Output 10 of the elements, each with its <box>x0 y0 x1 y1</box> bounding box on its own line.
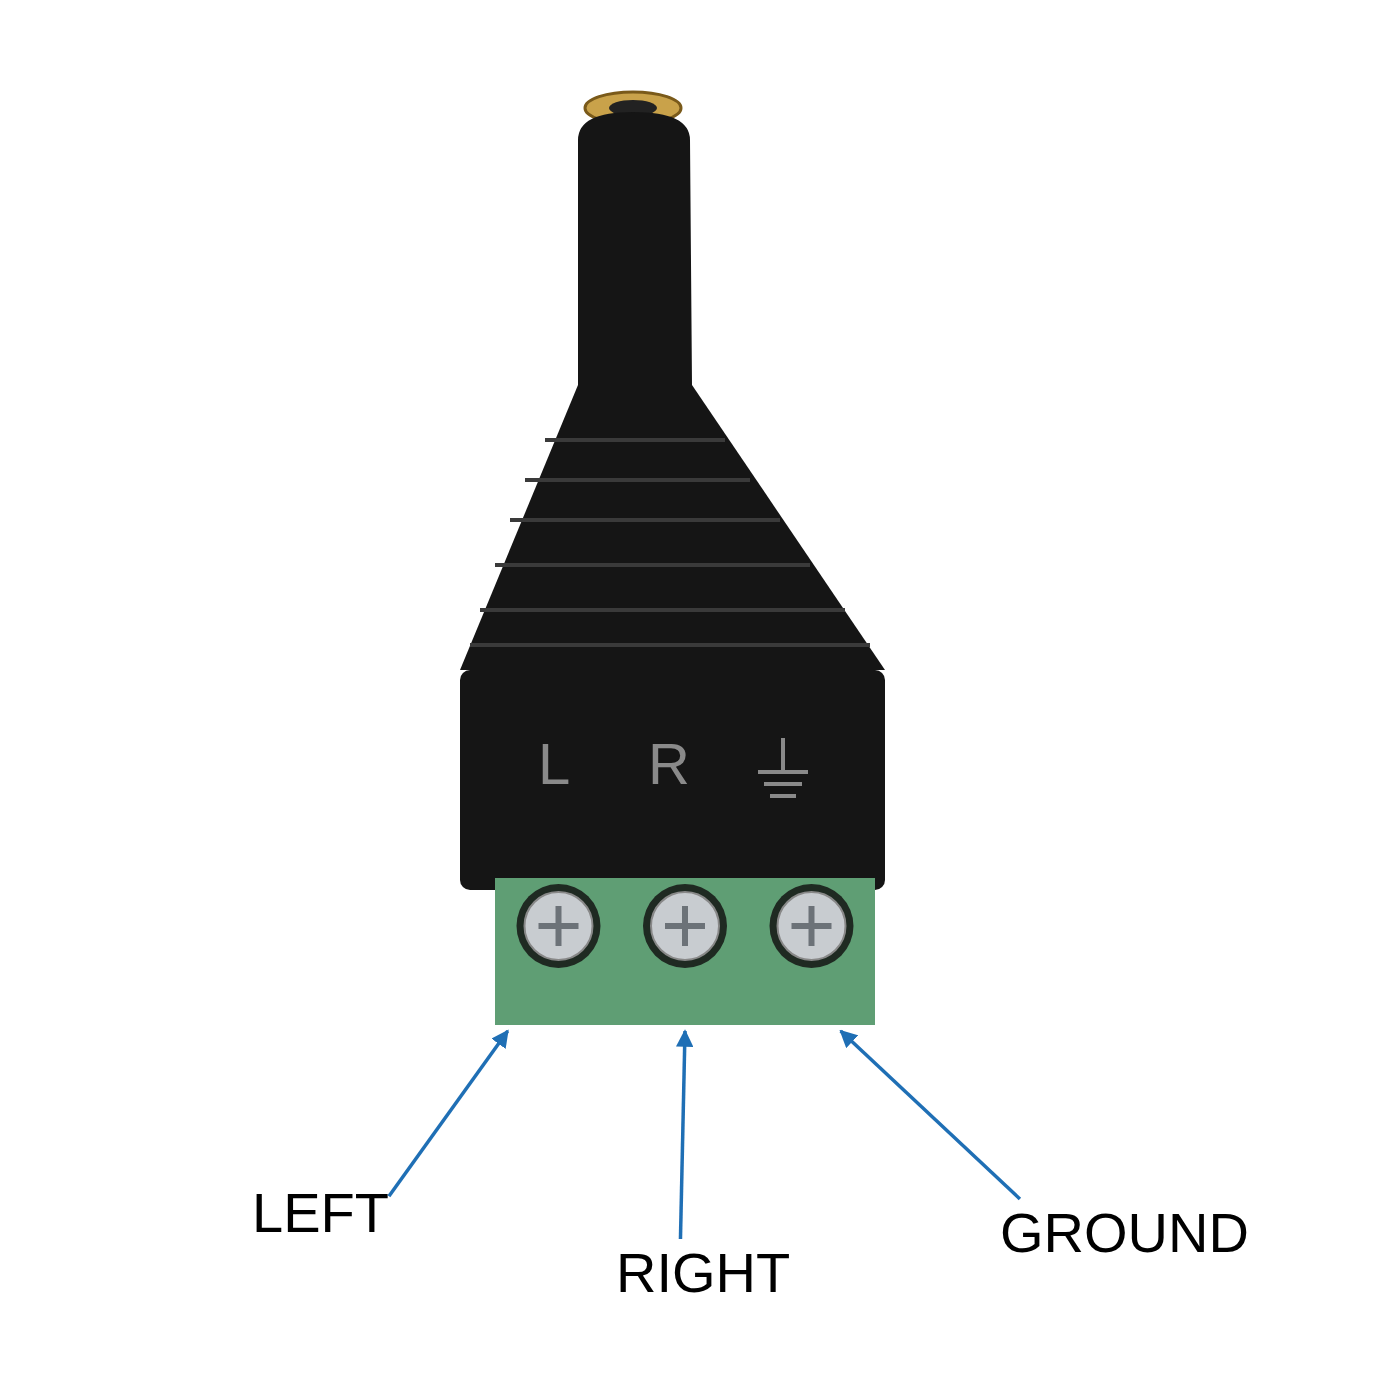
leader-arrow <box>387 1029 510 1198</box>
terminal-marking: R <box>648 735 690 793</box>
leader-arrow <box>675 1029 694 1240</box>
terminal-label: RIGHT <box>616 1245 791 1301</box>
terminal-label: GROUND <box>1000 1205 1249 1261</box>
leader-arrow <box>839 1029 1022 1201</box>
terminal-screw-slot <box>748 878 875 1025</box>
terminal-label: LEFT <box>252 1185 389 1241</box>
terminal-marking: L <box>538 735 571 793</box>
terminal-screw-slot <box>495 878 622 1025</box>
